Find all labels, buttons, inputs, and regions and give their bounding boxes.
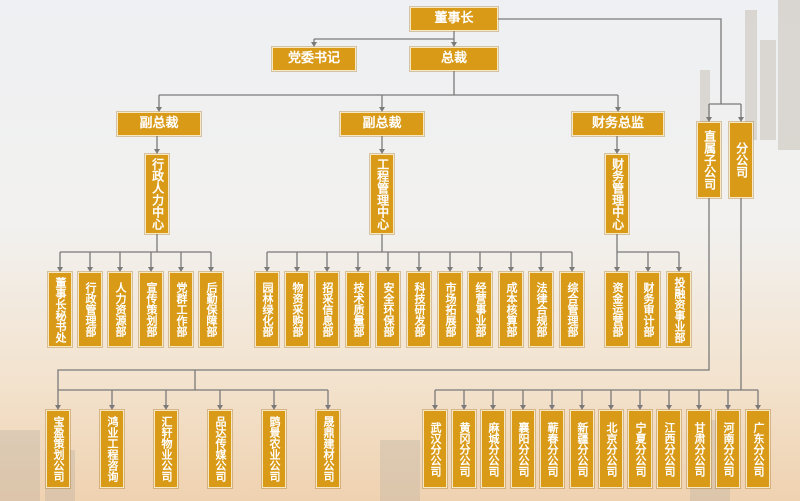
engineering-dept-11: 综合管理部 bbox=[560, 272, 584, 347]
engineering-dept-2: 物资采购部 bbox=[285, 272, 309, 347]
engineering-dept-3: 招采信息部 bbox=[315, 272, 339, 347]
branch-9: 江西分公司 bbox=[657, 410, 681, 488]
admin-center-box: 行政人力中心 bbox=[145, 154, 169, 234]
branch-8: 宁夏分公司 bbox=[628, 410, 652, 488]
admin-dept-1: 董事长秘书处 bbox=[48, 272, 72, 347]
branch-11: 河南分公司 bbox=[716, 410, 740, 488]
branch-12: 广东分公司 bbox=[746, 410, 770, 488]
finance-center-box: 财务管理中心 bbox=[605, 154, 629, 234]
branch-2: 黄冈分公司 bbox=[452, 410, 476, 488]
president-box: 总裁 bbox=[410, 47, 498, 71]
branch-7: 北京分公司 bbox=[599, 410, 623, 488]
branch-4: 襄阳分公司 bbox=[511, 410, 535, 488]
branches-box: 分公司 bbox=[729, 122, 753, 198]
vp-left-box: 副总裁 bbox=[117, 112, 201, 136]
engineering-dept-1: 园林绿化部 bbox=[255, 272, 279, 347]
engineering-center-box: 工程管理中心 bbox=[370, 154, 394, 234]
engineering-dept-7: 市场拓展部 bbox=[438, 272, 462, 347]
direct-subsidiaries-box: 直属子公司 bbox=[697, 122, 721, 198]
admin-dept-3: 人力资源部 bbox=[108, 272, 132, 347]
admin-dept-2: 行政管理部 bbox=[78, 272, 102, 347]
finance-dept-3: 投融资事业部 bbox=[667, 272, 691, 347]
branch-3: 麻城分公司 bbox=[481, 410, 505, 488]
vp-mid-box: 副总裁 bbox=[340, 112, 424, 136]
branch-1: 武汉分公司 bbox=[423, 410, 447, 488]
engineering-dept-5: 安全环保部 bbox=[376, 272, 400, 347]
admin-dept-5: 党群工作部 bbox=[169, 272, 193, 347]
engineering-dept-4: 技术质量部 bbox=[346, 272, 370, 347]
party-secretary-box: 党委书记 bbox=[272, 47, 356, 71]
finance-dept-1: 资金运营部 bbox=[605, 272, 629, 347]
engineering-dept-10: 法律合规部 bbox=[529, 272, 553, 347]
subsidiary-2: 鸿业工程咨询 bbox=[100, 410, 124, 488]
branch-10: 甘肃分公司 bbox=[687, 410, 711, 488]
engineering-dept-6: 科技研发部 bbox=[407, 272, 431, 347]
subsidiary-1: 宝盈策划公司 bbox=[46, 410, 70, 488]
admin-dept-4: 宣传策划部 bbox=[139, 272, 163, 347]
subsidiary-3: 汇轩物业公司 bbox=[154, 410, 178, 488]
chairman-box: 董事长 bbox=[410, 7, 498, 31]
cfo-box: 财务总监 bbox=[572, 112, 664, 136]
finance-dept-2: 财务审计部 bbox=[636, 272, 660, 347]
subsidiary-6: 晟鼎建材公司 bbox=[316, 410, 340, 488]
branch-6: 新疆分公司 bbox=[570, 410, 594, 488]
engineering-dept-8: 经营事业部 bbox=[468, 272, 492, 347]
engineering-dept-9: 成本核算部 bbox=[499, 272, 523, 347]
subsidiary-4: 品达传媒公司 bbox=[208, 410, 232, 488]
subsidiary-5: 鹍景农业公司 bbox=[262, 410, 286, 488]
admin-dept-6: 后勤保障部 bbox=[199, 272, 223, 347]
branch-5: 蕲春分公司 bbox=[540, 410, 564, 488]
